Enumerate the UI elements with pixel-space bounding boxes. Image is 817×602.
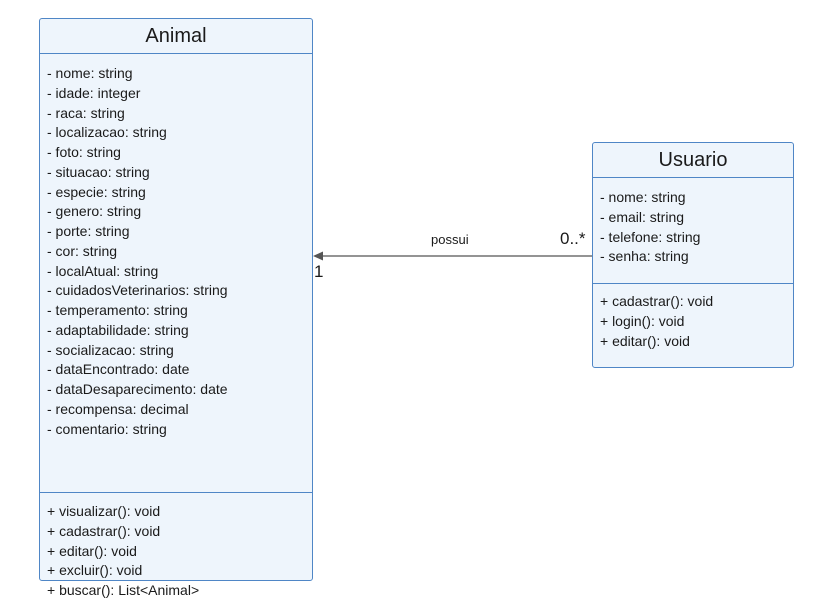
attribute-email: - email: string <box>600 208 685 225</box>
attribute-nome: - nome: string <box>47 65 133 81</box>
multiplicity-source: 0..* <box>560 229 586 248</box>
attribute-idade: - idade: integer <box>47 84 141 101</box>
attribute-data-desaparecimento: - dataDesaparecimento: date <box>47 381 228 397</box>
class-box-usuario[interactable]: Usuario - nome: string - email: string -… <box>592 142 794 368</box>
attribute-cor: - cor: string <box>47 242 118 259</box>
association-label: possui <box>431 232 469 247</box>
attribute-senha: - senha: string <box>600 248 689 265</box>
attribute-especie: - especie: string <box>47 183 146 200</box>
attribute-raca: - raca: string <box>47 104 125 121</box>
method-visualizar: + visualizar(): void <box>47 503 161 519</box>
attribute-nome: - nome: string <box>600 189 686 205</box>
attribute-data-encontrado: - dataEncontrado: date <box>47 361 190 378</box>
method-editar: + editar(): void <box>47 542 137 559</box>
method-login: + login(): void <box>600 312 685 329</box>
method-buscar: + buscar(): List<Animal> <box>47 582 200 598</box>
method-cadastrar: + cadastrar(): void <box>600 293 714 309</box>
attribute-adaptabilidade: - adaptabilidade: string <box>47 321 189 338</box>
methods-section-usuario: + cadastrar(): void + login(): void + ed… <box>593 284 793 351</box>
attribute-local-atual: - localAtual: string <box>47 262 159 279</box>
method-excluir: + excluir(): void <box>47 562 143 579</box>
attribute-cuidados-veterinarios: - cuidadosVeterinarios: string <box>47 282 228 299</box>
method-editar: + editar(): void <box>600 332 690 349</box>
class-name-animal: Animal <box>40 19 312 54</box>
attribute-genero: - genero: string <box>47 203 142 220</box>
attribute-recompensa: - recompensa: decimal <box>47 400 189 417</box>
methods-section-animal: + visualizar(): void + cadastrar(): void… <box>40 493 312 601</box>
attribute-temperamento: - temperamento: string <box>47 302 188 318</box>
attribute-foto: - foto: string <box>47 144 121 160</box>
method-cadastrar: + cadastrar(): void <box>47 522 161 539</box>
attribute-socializacao: - socializacao: string <box>47 341 174 358</box>
multiplicity-target: 1 <box>314 262 324 281</box>
attribute-telefone: - telefone: string <box>600 228 701 245</box>
attributes-section-animal: - nome: string - idade: integer - raca: … <box>40 54 312 493</box>
attribute-porte: - porte: string <box>47 223 130 239</box>
attribute-localizacao: - localizacao: string <box>47 124 167 141</box>
class-box-animal[interactable]: Animal - nome: string - idade: integer -… <box>39 18 313 598</box>
attribute-situacao: - situacao: string <box>47 163 150 180</box>
class-name-usuario: Usuario <box>593 143 793 178</box>
attributes-section-usuario: - nome: string - email: string - telefon… <box>593 178 793 284</box>
attribute-comentario: - comentario: string <box>47 420 167 437</box>
arrowhead-icon <box>313 251 323 261</box>
